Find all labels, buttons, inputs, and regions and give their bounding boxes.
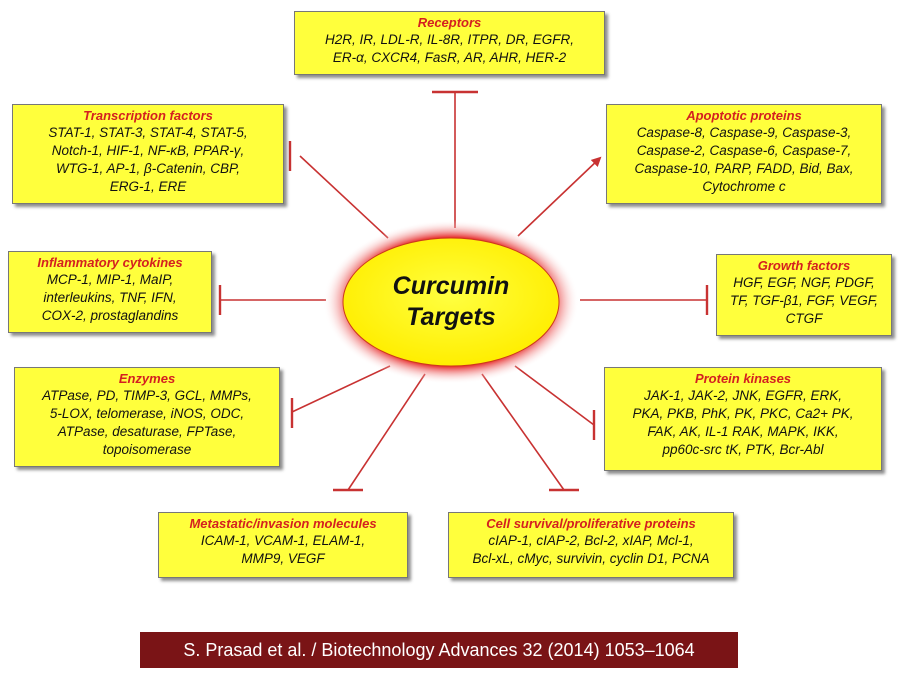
enzymes-box: Enzymes ATPase, PD, TIMP-3, GCL, MMPs, 5… — [14, 367, 280, 467]
apoptotic-proteins-box: Apoptotic proteins Caspase-8, Caspase-9,… — [606, 104, 882, 204]
metastatic-molecules-line-2: MMP9, VEGF — [241, 551, 325, 566]
transcription-factors-title: Transcription factors — [83, 108, 213, 123]
growth-factors-title: Growth factors — [757, 258, 851, 273]
enzymes-line-1: ATPase, PD, TIMP-3, GCL, MMPs, — [42, 388, 252, 403]
apoptotic-proteins-line-2: Caspase-2, Caspase-6, Caspase-7, — [636, 143, 852, 158]
connector-growth-factors — [580, 285, 709, 315]
enzymes-title: Enzymes — [118, 371, 176, 386]
center-label-line1: Curcumin — [392, 272, 510, 300]
enzymes-line-3: ATPase, desaturase, FPTase, — [57, 424, 237, 439]
growth-factors-box: Growth factors HGF, EGF, NGF, PDGF, TF, … — [716, 254, 892, 336]
connector-metastatic-molecules — [333, 373, 426, 492]
inflammatory-cytokines-line-3: COX-2, prostaglandins — [41, 308, 179, 323]
protein-kinases-box: Protein kinases JAK-1, JAK-2, JNK, EGFR,… — [604, 367, 882, 471]
receptors-box: Receptors H2R, IR, LDL-R, IL-8R, ITPR, D… — [294, 11, 605, 75]
protein-kinases-line-4: pp60c-src tK, PTK, Bcr-Abl — [662, 442, 824, 457]
inflammatory-cytokines-line-1: MCP-1, MIP-1, MaIP, — [46, 272, 174, 287]
inflammatory-cytokines-box: Inflammatory cytokines MCP-1, MIP-1, MaI… — [8, 251, 212, 333]
apoptotic-proteins-line-4: Cytochrome c — [702, 179, 786, 194]
transcription-factors-box: Transcription factors STAT-1, STAT-3, ST… — [12, 104, 284, 204]
apoptotic-proteins-line-1: Caspase-8, Caspase-9, Caspase-3, — [636, 125, 852, 140]
center-label: Curcumin Targets — [348, 236, 554, 368]
metastatic-molecules-box: Metastatic/invasion molecules ICAM-1, VC… — [158, 512, 408, 578]
connector-enzymes — [290, 365, 391, 428]
receptors-line-2: ER-α, CXCR4, FasR, AR, AHR, HER-2 — [332, 50, 567, 65]
enzymes-line-4: topoisomerase — [102, 442, 192, 457]
connector-inflammatory-cytokines — [218, 285, 326, 315]
apoptotic-proteins-title: Apoptotic proteins — [686, 108, 802, 123]
center-label-line2: Targets — [406, 303, 496, 331]
enzymes-line-2: 5-LOX, telomerase, iNOS, ODC, — [49, 406, 245, 421]
cell-survival-proteins-line-2: Bcl-xL, cMyc, survivin, cyclin D1, PCNA — [472, 551, 710, 566]
growth-factors-line-1: HGF, EGF, NGF, PDGF, — [733, 275, 875, 290]
transcription-factors-line-1: STAT-1, STAT-3, STAT-4, STAT-5, — [48, 125, 248, 140]
cell-survival-proteins-title: Cell survival/proliferative proteins — [486, 516, 696, 531]
receptors-line-1: H2R, IR, LDL-R, IL-8R, ITPR, DR, EGFR, — [324, 32, 575, 47]
inflammatory-cytokines-line-2: interleukins, TNF, IFN, — [43, 290, 177, 305]
receptors-title: Receptors — [417, 15, 482, 30]
connector-transcription-factors — [288, 141, 389, 239]
protein-kinases-line-1: JAK-1, JAK-2, JNK, EGFR, ERK, — [643, 388, 843, 403]
protein-kinases-line-3: FAK, AK, IL-1 RAK, MAPK, IKK, — [647, 424, 839, 439]
connector-cell-survival-proteins — [481, 373, 579, 492]
connector-receptors — [432, 90, 478, 228]
transcription-factors-line-3: WTG-1, AP-1, β-Catenin, CBP, — [55, 161, 241, 176]
protein-kinases-line-2: PKA, PKB, PhK, PK, PKC, Ca2+ PK, — [632, 406, 854, 421]
connector-protein-kinases — [514, 365, 596, 440]
metastatic-molecules-title: Metastatic/invasion molecules — [189, 516, 377, 531]
transcription-factors-line-4: ERG-1, ERE — [109, 179, 187, 194]
metastatic-molecules-line-1: ICAM-1, VCAM-1, ELAM-1, — [200, 533, 366, 548]
connector-apoptotic-proteins — [517, 156, 602, 237]
protein-kinases-title: Protein kinases — [694, 371, 792, 386]
cell-survival-proteins-box: Cell survival/proliferative proteins cIA… — [448, 512, 734, 578]
transcription-factors-line-2: Notch-1, HIF-1, NF-κB, PPAR-γ, — [51, 143, 245, 158]
growth-factors-line-2: TF, TGF-β1, FGF, VEGF, — [730, 293, 878, 308]
inflammatory-cytokines-title: Inflammatory cytokines — [37, 255, 183, 270]
growth-factors-line-3: CTGF — [785, 311, 823, 326]
cell-survival-proteins-line-1: cIAP-1, cIAP-2, Bcl-2, xIAP, Mcl-1, — [488, 533, 694, 548]
citation-banner: S. Prasad et al. / Biotechnology Advance… — [140, 632, 738, 668]
apoptotic-proteins-line-3: Caspase-10, PARP, FADD, Bid, Bax, — [634, 161, 854, 176]
center-ellipse — [342, 237, 560, 367]
